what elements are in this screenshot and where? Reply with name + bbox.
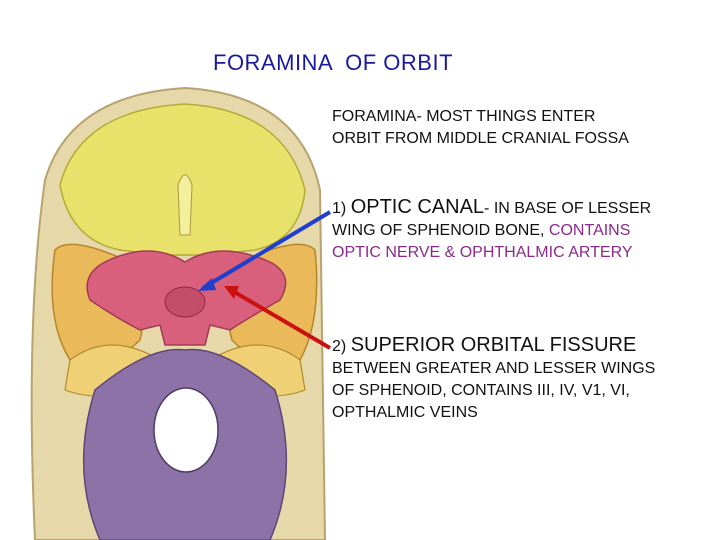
optic-canal-arrowhead bbox=[198, 278, 216, 291]
crista-galli bbox=[177, 174, 193, 236]
intro-text: FORAMINA- MOST THINGS ENTER ORBIT FROM M… bbox=[332, 108, 629, 147]
item1-plain: - IN BASE OF LESSER WING OF SPHENOID BON… bbox=[332, 200, 652, 239]
item2-plain: BETWEEN GREATER AND LESSER WINGS OF SPHE… bbox=[332, 360, 656, 421]
optic-canal-text: 1) OPTIC CANAL- IN BASE OF LESSER WING O… bbox=[332, 196, 662, 264]
item1-number: 1) bbox=[332, 200, 347, 217]
superior-orbital-fissure-arrowhead bbox=[224, 286, 239, 299]
item2-heading: SUPERIOR ORBITAL FISSURE bbox=[350, 334, 637, 356]
item1-heading: OPTIC CANAL bbox=[350, 196, 485, 218]
slide-title: FORAMINA OF ORBIT bbox=[213, 50, 454, 75]
superior-orbital-fissure-text: 2) SUPERIOR ORBITAL FISSURE BETWEEN GREA… bbox=[332, 334, 662, 424]
foramen-magnum bbox=[153, 387, 219, 473]
item2-number: 2) bbox=[332, 338, 347, 355]
optic-canal-arrow bbox=[201, 210, 332, 290]
sella-turcica bbox=[164, 286, 206, 318]
item1-colored: CONTAINS OPTIC NERVE & OPHTHALMIC ARTERY bbox=[332, 222, 633, 261]
superior-orbital-fissure-arrow bbox=[229, 288, 332, 350]
